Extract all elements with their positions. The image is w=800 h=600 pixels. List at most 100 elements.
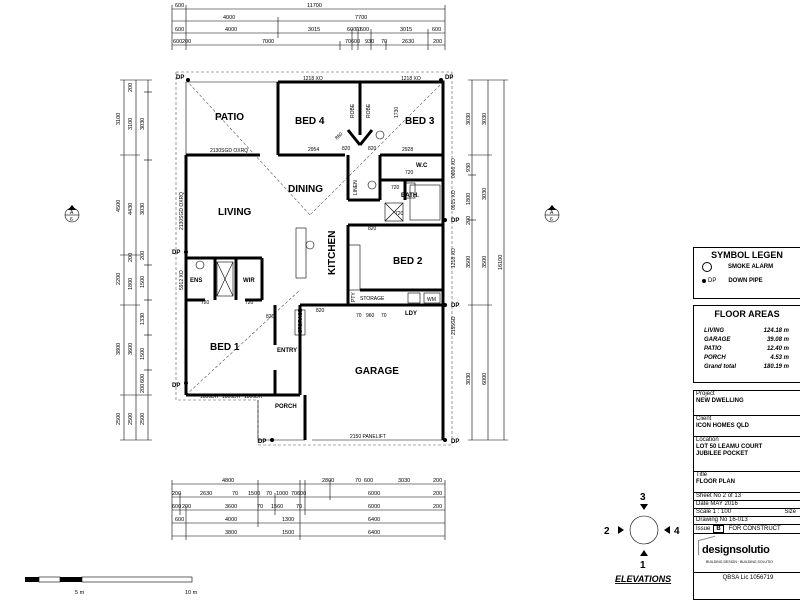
dim-left-i5: 1330 [140, 313, 146, 325]
elevations-indicator: 3 1 2 4 ELEVATIONS [604, 492, 680, 584]
dim-left-m2: 3100 [128, 118, 134, 130]
floor-area-label: PORCH [704, 355, 726, 361]
dim-bot-4c: 1300 [282, 517, 294, 523]
dim-bot-1f: 200 [433, 478, 442, 484]
note-door-720-b: 720 [391, 185, 400, 191]
top-dimensions: 600 11700 4000 7700 600 4000 3015 600 70… [171, 3, 446, 50]
note-bed2-window: 1218 XO [451, 248, 457, 268]
dim-right-o3: 3500 [482, 256, 488, 268]
legend-smoke-label: SMOKE ALARM [728, 264, 774, 270]
tb-title-value: FLOOR PLAN [696, 479, 735, 485]
dim-left-o1: 3100 [116, 113, 122, 125]
downpipe-l-bottom: DP [172, 383, 180, 389]
title-block: Project NEW DWELLING Client ICON HOMES Q… [693, 390, 800, 600]
dim-bot-2i: 6000 [368, 491, 380, 497]
tb-location-line1: LOT 50 LEAMU COURT [696, 444, 763, 450]
note-ldy-70-a: 70 [356, 313, 362, 319]
dim-left-m6: 3600 [128, 343, 134, 355]
dim-bot-2g: 70 [291, 491, 297, 497]
dim-left-i1: 3030 [140, 118, 146, 130]
note-door-720-d: 720 [201, 300, 210, 306]
dim-bot-4a: 600 [175, 517, 184, 523]
elevations-label: ELEVATIONS [615, 574, 671, 584]
dim-bot-2b: 2630 [200, 491, 212, 497]
room-patio: PATIO [215, 112, 244, 123]
tb-title-label: Title [696, 472, 708, 478]
company-name: designsolutio [702, 544, 770, 556]
room-garage: GARAGE [355, 366, 399, 377]
dim-left-i2: 3030 [140, 203, 146, 215]
legend-downpipe-label: DOWN PIPE [728, 278, 763, 284]
room-bed2: BED 2 [393, 256, 423, 267]
downpipe-porch: DP [258, 439, 266, 445]
room-robe-2: ROBE [366, 103, 372, 118]
section-marker-left: A 6 [64, 205, 80, 223]
note-door-720-a: 720 [405, 170, 414, 176]
dim-bot-3a: 600 [172, 504, 181, 510]
dim-top-2b: 7700 [355, 15, 367, 21]
floor-area-label: PATIO [704, 346, 722, 352]
tb-qbsa: QBSA Lic 1056719 [722, 575, 774, 581]
dim-bot-1a: 4800 [222, 478, 234, 484]
smoke-alarm-icon [702, 262, 712, 272]
dim-left-m5: 1800 [128, 278, 134, 290]
room-porch: PORCH [275, 404, 297, 410]
dim-bot-2e: 70 [266, 491, 272, 497]
elevation-1: 1 [640, 560, 646, 571]
room-linen: LINEN [353, 180, 359, 195]
dim-left-o3: 2200 [116, 273, 122, 285]
downpipe-tr: DP [445, 75, 453, 81]
dim-left-i6: 1500 [140, 348, 146, 360]
note-door-820-a: 820 [342, 146, 351, 152]
dim-top-3c: 3015 [308, 27, 320, 33]
dim-right-i4: 200 [466, 216, 472, 225]
room-ens: ENS [190, 278, 202, 284]
note-door-820-b: 820 [368, 146, 377, 152]
dim-bot-2c: 70 [232, 491, 238, 497]
tb-scale: Scale 1 : 100 [696, 509, 732, 515]
building-walls [175, 71, 453, 446]
dim-bot-4b: 4000 [225, 517, 237, 523]
dim-left-i8: 200 [140, 384, 146, 393]
note-wc-window: 0606 XO [451, 158, 457, 178]
elevation-2: 2 [604, 526, 610, 537]
tb-client-label: Client [696, 416, 712, 422]
right-dimensions: 3030 930 1800 200 3500 3030 3030 3030 35… [466, 79, 508, 441]
dim-left-m4: 200 [128, 253, 134, 262]
dim-top-3f: 600 [360, 27, 369, 33]
dim-left-o5: 2500 [116, 413, 122, 425]
scale-5m: 5 m [75, 590, 85, 596]
note-patio-door: 2130SGD OXRQ [210, 148, 248, 154]
company-tagline: BUILDING DESIGN · BUILDING SOLUTIO [706, 560, 773, 564]
note-robe-1730: 1730 [394, 107, 400, 118]
room-bath: BATH. [401, 193, 419, 199]
tb-client-value: ICON HOMES QLD [696, 423, 750, 429]
tb-date: Date MAY 2016 [696, 501, 738, 507]
dim-top-2a: 4000 [223, 15, 235, 21]
section-left-6: 6 [70, 217, 73, 223]
dim-left-i7: 600 [140, 374, 146, 383]
dim-right-i6: 3030 [466, 373, 472, 385]
dim-bot-2j: 200 [433, 491, 442, 497]
dim-bot-1c: 70 [355, 478, 361, 484]
dim-top-4f: 930 [365, 39, 374, 45]
dim-bot-3e: 1560 [271, 504, 283, 510]
dim-top-4h: 2630 [402, 39, 414, 45]
dim-bot-5b: 1500 [282, 530, 294, 536]
room-storage-ldy: STORAGE [360, 296, 385, 302]
dim-right-o2: 3030 [482, 188, 488, 200]
dim-left-i9: 2500 [140, 413, 146, 425]
dim-bot-1b: 2800 [322, 478, 334, 484]
dim-right-i1: 3030 [466, 113, 472, 125]
dim-bot-3b: 200 [182, 504, 191, 510]
dim-top-4b: 200 [182, 39, 191, 45]
elevation-3: 3 [640, 492, 646, 503]
note-bed1-window-1: 1806DH [200, 394, 219, 400]
dim-top-3b: 4000 [225, 27, 237, 33]
floor-area-value: 4.53 m [770, 355, 789, 361]
downpipe-icon [702, 279, 706, 283]
